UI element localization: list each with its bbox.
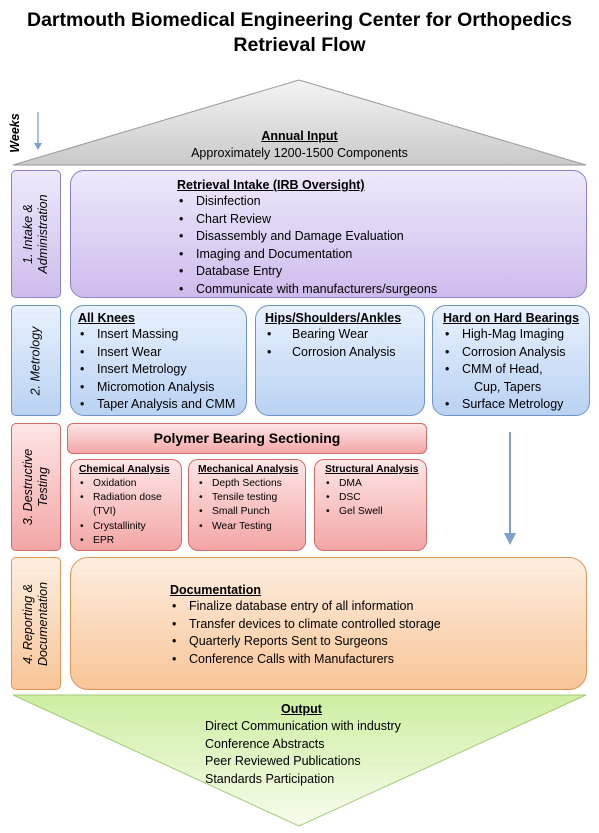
list-item: Wear Testing: [198, 520, 305, 534]
list-item: Disassembly and Damage Evaluation: [177, 228, 586, 246]
list-item: DSC: [325, 491, 426, 505]
list-item: Depth Sections: [198, 477, 305, 491]
output-block: Output Direct Communication with industr…: [205, 701, 465, 788]
list-item-continuation: (TVI): [93, 506, 116, 518]
list-item: Tensile testing: [198, 491, 305, 505]
list-item: Insert Wear: [78, 344, 246, 362]
output-item: Direct Communication with industry: [205, 719, 401, 733]
mechanical-analysis-card: Mechanical Analysis Depth Sections Tensi…: [188, 459, 306, 551]
documentation-card: Documentation Finalize database entry of…: [70, 557, 587, 690]
structural-heading: Structural Analysis: [325, 464, 419, 475]
metrology-hips-card: Hips/Shoulders/Ankles Bearing Wear Corro…: [255, 305, 425, 416]
stage-metrology-label: 2. Metrology: [11, 305, 61, 416]
list-item: Chart Review: [177, 211, 586, 229]
list-item: Disinfection: [177, 193, 586, 211]
chemical-list: Oxidation Radiation dose (TVI) Crystalli…: [79, 477, 181, 548]
list-item: Communicate with manufacturers/surgeons: [177, 281, 586, 299]
intake-card: Retrieval Intake (IRB Oversight) Disinfe…: [70, 170, 587, 298]
list-item: Corrosion Analysis: [265, 344, 424, 362]
structural-analysis-card: Structural Analysis DMA DSC Gel Swell: [314, 459, 427, 551]
hard-heading: Hard on Hard Bearings: [443, 311, 580, 325]
weeks-arrow: [34, 112, 42, 150]
list-item: Transfer devices to climate controlled s…: [170, 616, 586, 634]
list-item: Conference Calls with Manufacturers: [170, 651, 586, 669]
list-item: Quarterly Reports Sent to Surgeons: [170, 633, 586, 651]
list-item: Crystallinity: [79, 520, 181, 534]
list-item: Database Entry: [177, 263, 586, 281]
list-item: Taper Analysis and CMM: [78, 396, 246, 414]
documentation-list: Finalize database entry of all informati…: [170, 598, 586, 668]
list-item: DMA: [325, 477, 426, 491]
hard-list: High-Mag Imaging Corrosion Analysis CMM …: [443, 326, 589, 414]
list-item: Radiation dose: [79, 491, 181, 505]
list-item: Imaging and Documentation: [177, 246, 586, 264]
stage-destructive-label: 3. Destructive Testing: [11, 423, 61, 551]
annual-input-text: Approximately 1200-1500 Components: [191, 146, 408, 160]
list-item: High-Mag Imaging: [443, 326, 589, 344]
documentation-heading: Documentation: [170, 583, 261, 597]
input-roof-triangle: [12, 79, 587, 166]
mechanical-heading: Mechanical Analysis: [198, 464, 299, 475]
output-item: Peer Reviewed Publications: [205, 754, 361, 768]
output-item: Standards Participation: [205, 771, 335, 786]
list-item: Finalize database entry of all informati…: [170, 598, 586, 616]
stage-reporting-label: 4. Reporting & Documentation: [11, 557, 61, 690]
annual-input: Annual Input Approximately 1200-1500 Com…: [150, 128, 449, 162]
list-item: Gel Swell: [325, 505, 426, 519]
metrology-hard-card: Hard on Hard Bearings High-Mag Imaging C…: [432, 305, 590, 416]
annual-input-heading: Annual Input: [261, 129, 338, 143]
output-heading: Output: [281, 702, 322, 716]
intake-heading: Retrieval Intake (IRB Oversight): [177, 178, 365, 192]
output-chevron: [12, 694, 587, 827]
list-item: Insert Metrology: [78, 361, 246, 379]
hips-heading: Hips/Shoulders/Ankles: [265, 311, 402, 325]
list-item-continuation: Cup, Tapers: [474, 379, 542, 394]
list-item: Oxidation: [79, 477, 181, 491]
hips-list: Bearing Wear Corrosion Analysis: [265, 326, 424, 361]
chemical-heading: Chemical Analysis: [79, 464, 170, 475]
list-item: CMM of Head,: [443, 361, 589, 379]
polymer-sectioning-banner: Polymer Bearing Sectioning: [67, 423, 427, 454]
list-item: Surface Metrology: [443, 396, 589, 414]
list-item: Insert Massing: [78, 326, 246, 344]
knees-heading: All Knees: [78, 311, 135, 325]
weeks-label: Weeks: [8, 113, 22, 153]
list-item: Bearing Wear: [265, 326, 424, 344]
list-item: Corrosion Analysis: [443, 344, 589, 362]
mechanical-list: Depth Sections Tensile testing Small Pun…: [198, 477, 305, 534]
title-line-2: Retrieval Flow: [233, 34, 366, 56]
structural-list: DMA DSC Gel Swell: [325, 477, 426, 520]
output-item: Conference Abstracts: [205, 736, 325, 751]
knees-list: Insert Massing Insert Wear Insert Metrol…: [78, 326, 246, 414]
title-line-1: Dartmouth Biomedical Engineering Center …: [27, 9, 572, 31]
polymer-sectioning-label: Polymer Bearing Sectioning: [153, 430, 341, 446]
intake-list: Disinfection Chart Review Disassembly an…: [177, 193, 586, 298]
stage-intake-label: 1. Intake & Administration: [11, 170, 61, 298]
list-item: Small Punch: [198, 505, 305, 519]
chemical-analysis-card: Chemical Analysis Oxidation Radiation do…: [70, 459, 182, 551]
list-item: Micromotion Analysis: [78, 379, 246, 397]
flow-down-arrow: [504, 432, 516, 545]
list-item: EPR: [79, 534, 181, 548]
page-title: Dartmouth Biomedical Engineering Center …: [0, 8, 599, 58]
metrology-knees-card: All Knees Insert Massing Insert Wear Ins…: [70, 305, 247, 416]
